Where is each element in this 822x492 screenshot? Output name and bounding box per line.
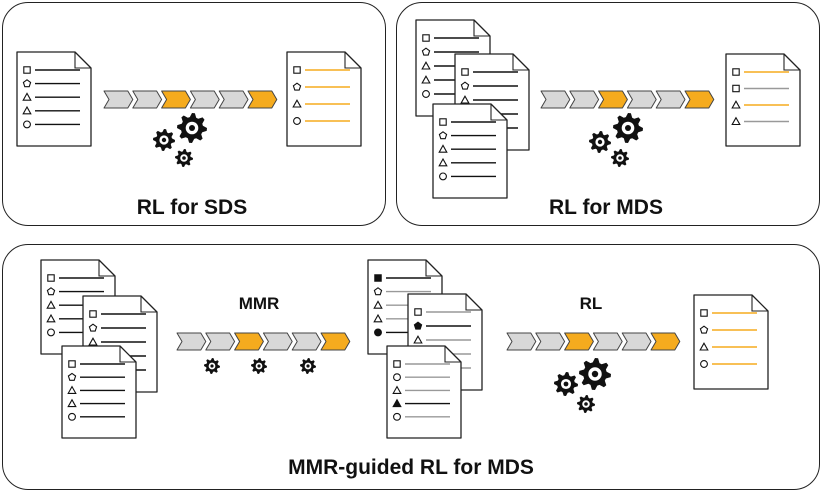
label-mmr: MMR [238,294,280,313]
gear-icon [251,358,267,374]
summary-document [693,294,769,390]
gear-icon [613,113,643,143]
sequence-segment-selected [320,332,351,351]
sequence-segment-selected [247,90,278,109]
sequence-segment [535,332,566,351]
source-document-3 [432,103,508,199]
caption-rl-mds: RL for MDS [549,196,663,219]
sequence-segment-selected [161,90,191,109]
gear-icon [175,149,193,167]
sequence-segment [218,90,249,109]
sequence-segment [189,90,220,109]
gear-icon [153,129,175,151]
sequence-segment [621,332,652,351]
sequence-segment-selected [564,332,594,351]
sequence-segment [103,90,134,109]
sequence-segment [176,332,207,351]
sequence-segment [262,332,293,351]
sequence-segment [655,90,686,109]
extraction-sequence [540,90,715,109]
caption-rl-sds: RL for SDS [136,196,248,219]
sequence-segment [569,90,600,109]
scored-document-3 [386,345,462,439]
gear-icon [589,131,611,153]
gear-icon [204,358,220,374]
sequence-segment-selected [684,90,715,109]
sequence-segment [291,332,322,351]
summary-document [725,53,801,147]
gear-icon [611,149,629,167]
gear-icon [300,358,316,374]
caption-mmr-guided: MMR-guided RL for MDS [288,456,534,479]
sequence-segment [506,332,537,351]
gear-icon [577,395,595,413]
gear-icon [554,372,578,396]
gear-icon [177,113,207,143]
sequence-segment [592,332,623,351]
sequence-segment [626,90,657,109]
sequence-segment [540,90,571,109]
summary-document [286,51,362,147]
gear-icon [579,358,611,390]
label-rl: RL [579,294,603,313]
mmr-sequence [176,332,351,351]
extraction-sequence [103,90,278,109]
sequence-segment [205,332,236,351]
sequence-segment-selected [234,332,264,351]
sequence-segment-selected [598,90,628,109]
source-document-3 [61,345,137,439]
sequence-segment [132,90,163,109]
extraction-sequence [506,332,681,351]
source-document [16,51,92,147]
sequence-segment-selected [650,332,681,351]
